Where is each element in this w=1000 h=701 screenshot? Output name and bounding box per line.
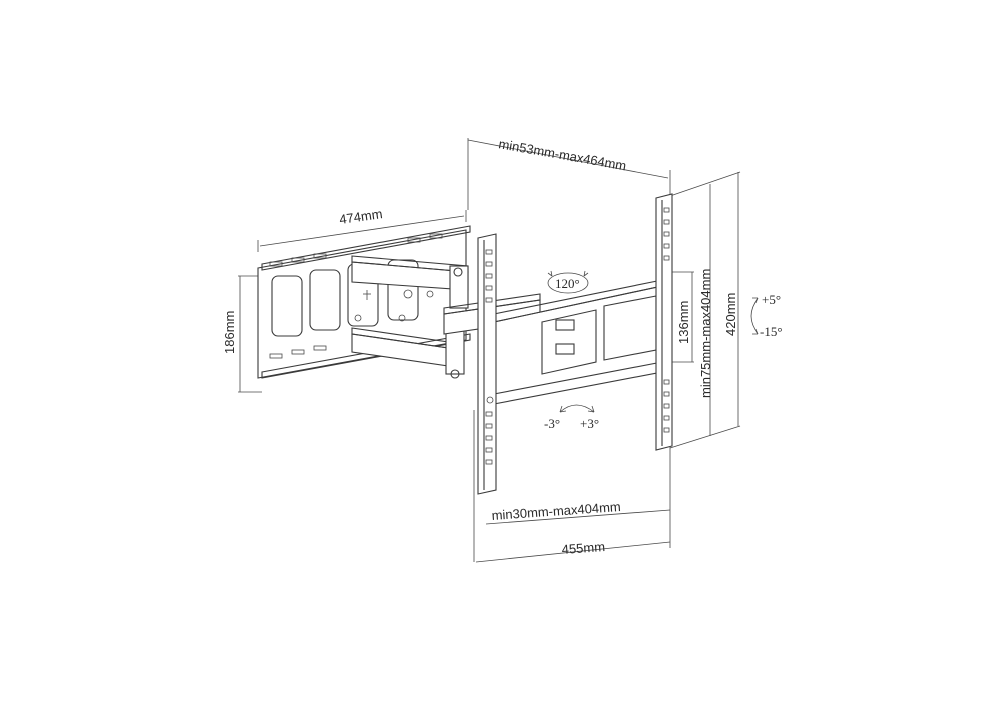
rotate-arrow-icon (559, 404, 595, 413)
tv-bracket (477, 193, 673, 495)
tilt-arrow-icon (750, 297, 759, 335)
vertical-vesa-label: min75mm-max404mm (698, 269, 713, 398)
arm-extension-label: min53mm-max464mm (497, 136, 627, 173)
horizontal-vesa-label: min30mm-max404mm (491, 499, 621, 523)
swivel-angle-label: 120° (555, 276, 580, 291)
wall-plate-width-label: 474mm (338, 206, 383, 227)
tilt-down-label: -15° (760, 324, 783, 339)
tv-arm-width-label: 455mm (561, 539, 605, 557)
rotate-left-label: -3° (544, 416, 560, 431)
arm-height-label: 420mm (723, 293, 738, 336)
wall-plate-height-label: 186mm (222, 311, 237, 354)
swivel-arrow-icon (547, 270, 589, 294)
rail-spacing-label: 136mm (676, 301, 691, 344)
tilt-up-label: +5° (762, 292, 781, 307)
rotate-right-label: +3° (580, 416, 599, 431)
dimension-lines (238, 138, 741, 563)
